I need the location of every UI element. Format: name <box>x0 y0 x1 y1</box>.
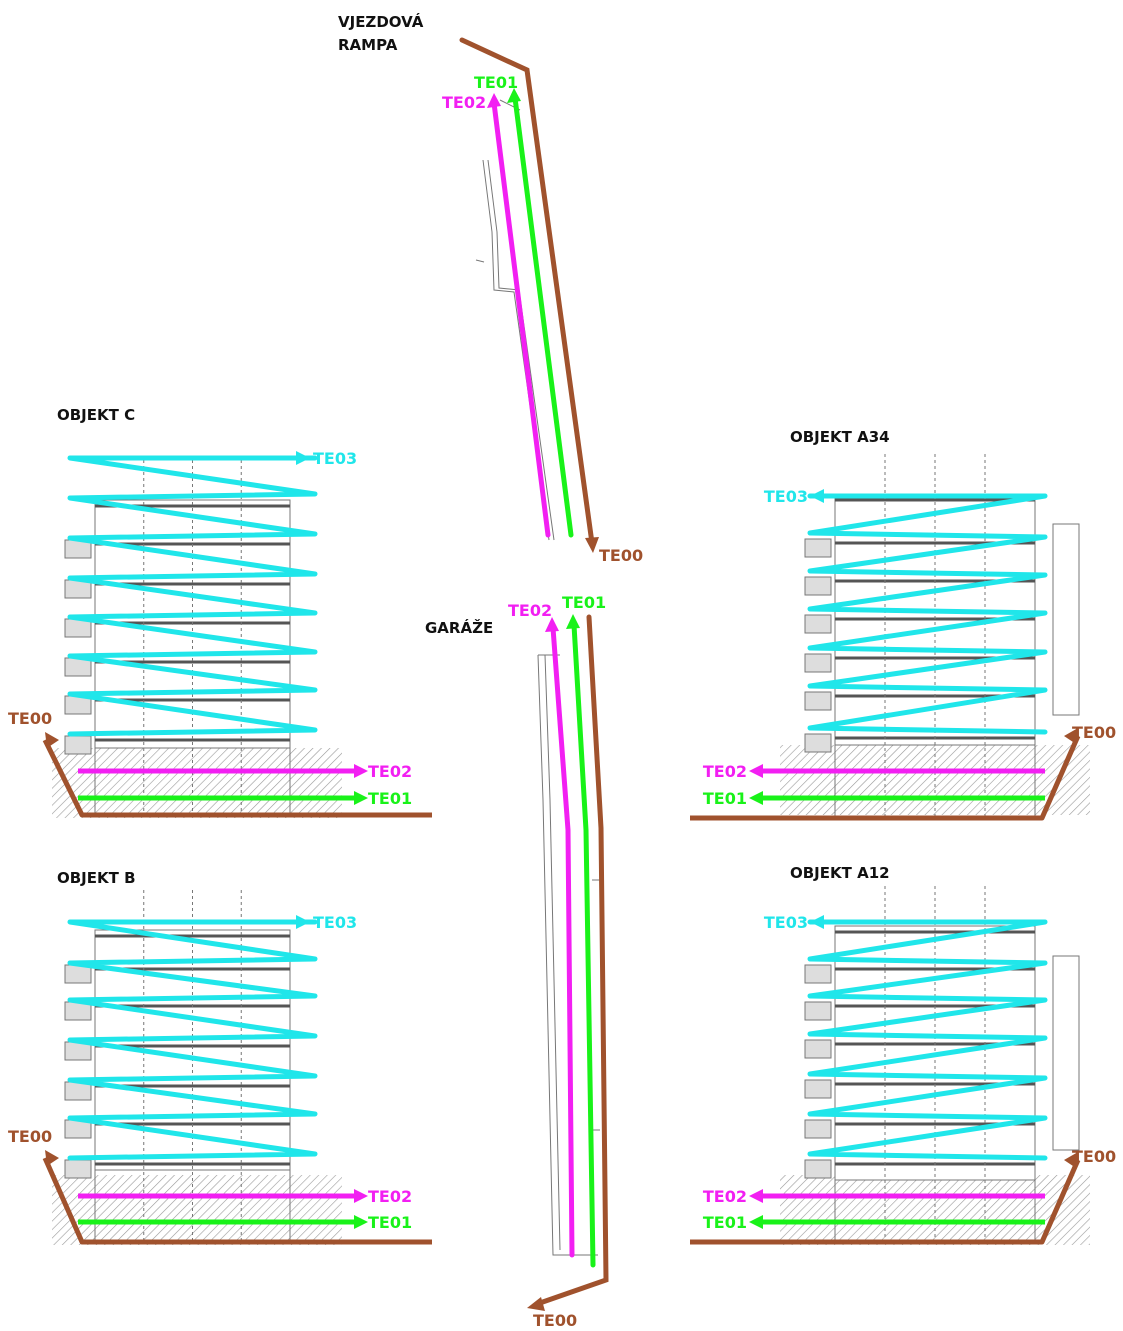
objekt-c-ground-hatch <box>52 748 342 818</box>
garage-te01-line <box>571 622 596 1268</box>
objekt-a12-te03-line <box>807 919 1048 1161</box>
objekt-a34-facade-frame <box>1052 523 1080 716</box>
objekt-c-te03-label: TE03 <box>313 449 357 468</box>
objekt-a12-balcony <box>804 1039 832 1059</box>
objekt-a34-title: OBJEKT A34 <box>790 428 890 446</box>
objekt-a34-balcony <box>804 733 832 753</box>
ramp-te02-arrowhead <box>487 93 501 108</box>
objekt-a34-te01-arrowhead <box>749 791 763 805</box>
objekt-c-te00-arrowhead <box>45 732 59 748</box>
ramp-te00-line <box>459 37 595 546</box>
objekt-b-te03-label: TE03 <box>313 913 357 932</box>
objekt-a34-balcony <box>804 653 832 673</box>
objekt-a12-te02-label: TE02 <box>703 1187 747 1206</box>
ramp-title-line1: VJEZDOVÁ <box>338 12 424 31</box>
objekt-a34-te03-label: TE03 <box>764 487 808 506</box>
objekt-a12-title: OBJEKT A12 <box>790 864 890 882</box>
garage-te00-line <box>534 614 609 1307</box>
objekt-a34-te00-label: TE00 <box>1072 723 1116 742</box>
objekt-a12-balcony <box>804 1001 832 1021</box>
objekt-b-balcony <box>64 1159 92 1179</box>
objekt-a34-te02-arrowhead <box>749 764 763 778</box>
objekt-c-te02-arrowhead <box>354 764 368 778</box>
objekt-a12-balcony <box>804 1159 832 1179</box>
ramp-te01-line <box>512 95 574 538</box>
garage-te00-label: TE00 <box>533 1311 577 1330</box>
objekt-c-te03-line <box>67 455 318 737</box>
ramp-te00-label: TE00 <box>599 546 643 565</box>
garage-te01-label: TE01 <box>562 593 606 612</box>
ramp-section: VJEZDOVÁ RAMPA TE01 TE02 TE00 <box>338 12 643 565</box>
objekt-a34-te03-line <box>807 493 1048 735</box>
objekt-a12-te00-line <box>690 1158 1081 1245</box>
objekt-b-te00-line <box>42 1156 432 1245</box>
garage-title: GARÁŽE <box>425 618 493 637</box>
objekt-a12-te01-arrowhead <box>749 1215 763 1229</box>
objekt-a34-te00-line <box>690 734 1081 821</box>
objekt-b-te03-line <box>67 919 318 1161</box>
objekt-a34-te03-arrowhead <box>810 489 824 503</box>
objekt-c-te03-arrowhead <box>296 451 310 465</box>
objekt-c-te02-label: TE02 <box>368 762 412 781</box>
objekt-c-te00-label: TE00 <box>8 709 52 728</box>
ramp-te00-arrowhead <box>585 537 599 553</box>
objekt-b-te00-label: TE00 <box>8 1127 52 1146</box>
objekt-a34-balcony <box>804 691 832 711</box>
objekt-a12-te00-label: TE00 <box>1072 1147 1116 1166</box>
ramp-te01-label: TE01 <box>474 73 518 92</box>
objekt-a12-te03-arrowhead <box>810 915 824 929</box>
objekt-a12-te01-label: TE01 <box>703 1213 747 1232</box>
objekt-a34-te02-label: TE02 <box>703 762 747 781</box>
objekt-a12-facade-frame <box>1052 955 1080 1151</box>
objekt-a34-balcony <box>804 576 832 596</box>
objekt-b-te02-label: TE02 <box>368 1187 412 1206</box>
objekt-b-title: OBJEKT B <box>57 869 136 887</box>
garage-te02-line <box>550 625 575 1258</box>
ramp-te01-arrowhead <box>507 88 521 103</box>
objekt-a12-balcony <box>804 964 832 984</box>
objekt-b-ground-hatch <box>52 1175 342 1245</box>
objekt-c-balcony <box>64 735 92 755</box>
ramp-title-line2: RAMPA <box>338 36 398 54</box>
objekt-c-te01-arrowhead <box>354 791 368 805</box>
objekt-a12-balcony <box>804 1079 832 1099</box>
garage-te00-arrowhead <box>527 1297 545 1311</box>
objekt-b-te01-label: TE01 <box>368 1213 412 1232</box>
objekt-a34-te01-label: TE01 <box>703 789 747 808</box>
garage-te02-arrowhead <box>545 617 559 632</box>
objekt-a12-te02-arrowhead <box>749 1189 763 1203</box>
objekt-c-te00-line <box>42 738 432 818</box>
objekt-b-te03-arrowhead <box>296 915 310 929</box>
objekt-b-te01-arrowhead <box>354 1215 368 1229</box>
garage-section: GARÁŽE TE02 TE01 TE00 <box>425 593 609 1330</box>
objekt-b-te02-arrowhead <box>354 1189 368 1203</box>
objekt-a12-balcony <box>804 1119 832 1139</box>
garage-te01-arrowhead <box>566 614 580 629</box>
objekt-c-title: OBJEKT C <box>57 406 135 424</box>
objekt-a34-balcony <box>804 538 832 558</box>
objekt-b-te00-arrowhead <box>45 1150 59 1166</box>
objekt-a12-te03-label: TE03 <box>764 913 808 932</box>
objekt-a34-te00-arrowhead <box>1064 728 1078 744</box>
objekt-a34-balcony <box>804 614 832 634</box>
ramp-te02-label: TE02 <box>442 93 486 112</box>
objekt-c-te01-label: TE01 <box>368 789 412 808</box>
ramp-te02-line <box>491 100 551 538</box>
garage-te02-label: TE02 <box>508 601 552 620</box>
objekt-a12-te00-arrowhead <box>1064 1152 1078 1168</box>
